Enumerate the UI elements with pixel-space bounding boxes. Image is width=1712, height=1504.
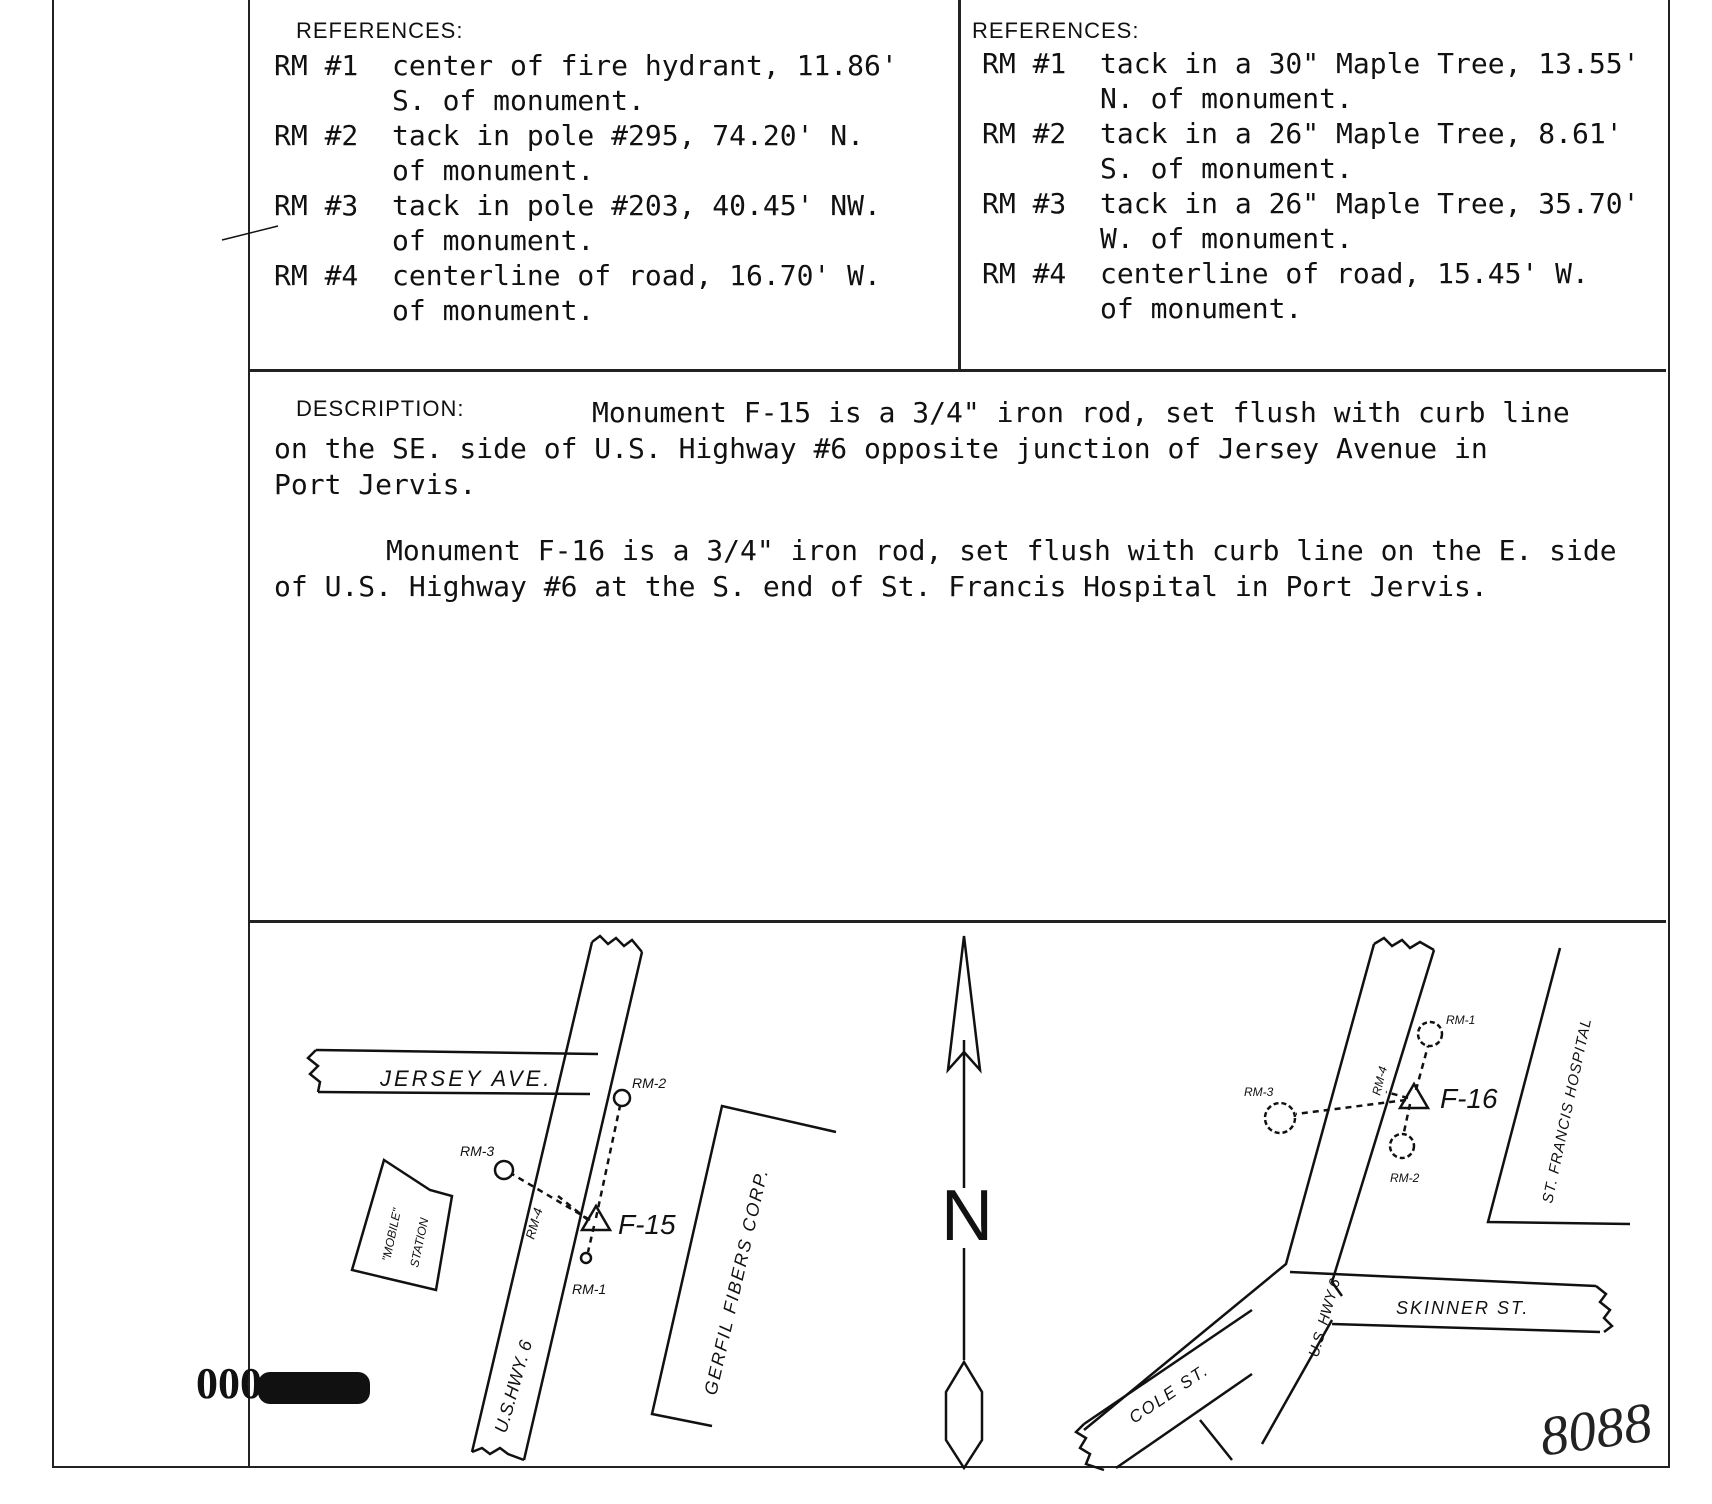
rm2-left-circle [612, 1088, 632, 1108]
main-form-frame [248, 0, 1670, 1468]
mobile-station-box [350, 1158, 454, 1292]
ref-text-cont: N. of monument. [1100, 82, 1353, 115]
north-arrow-tail [944, 1359, 984, 1471]
right-hwy-road [1083, 943, 1436, 1431]
right-hwy-break-top [1373, 936, 1435, 952]
left-tie-lines [511, 1105, 622, 1253]
right-hwy-lower [1199, 1319, 1334, 1461]
rm1-right-circle [1416, 1020, 1444, 1048]
stamp-number: 000 [196, 1358, 370, 1409]
ref-text-cont: of monument. [392, 224, 595, 257]
ref-key: RM #3 [274, 189, 359, 222]
ref-key: RM #1 [274, 49, 359, 82]
ref-key: RM #4 [982, 257, 1067, 290]
jersey-ave-break [306, 1049, 322, 1093]
rm2-right-circle [1388, 1132, 1416, 1160]
ref-text: centerline of road, 15.45' W. [1100, 257, 1589, 290]
stamp-digits: 000 [196, 1359, 262, 1408]
ref-text-cont: S. of monument. [392, 84, 645, 117]
left-references-header: REFERENCES: [296, 18, 464, 43]
skinner-label: SKINNER ST. [1396, 1298, 1529, 1318]
gerfil-label: GERFIL FIBERS CORP. [700, 1166, 772, 1397]
gerfil-property-line [650, 1104, 837, 1428]
rm1-left-circle [579, 1251, 593, 1265]
ref-text-cont: of monument. [392, 294, 595, 327]
rm3-left-circle [493, 1159, 515, 1181]
description-bottom-rule [248, 920, 1666, 923]
ref-text: tack in a 30" Maple Tree, 13.55' [1100, 47, 1640, 80]
rm4-right-label: RM-4 [1369, 1065, 1390, 1097]
ref-key: RM #1 [982, 47, 1067, 80]
description-p1-line3: Port Jervis. [274, 468, 477, 501]
f16-label: F-16 [1440, 1083, 1498, 1114]
ref-text: tack in a 26" Maple Tree, 35.70' [1100, 187, 1640, 220]
rm1-left-label: RM-1 [572, 1281, 606, 1297]
right-ref-2: RM #2 tack in a 26" Maple Tree, 8.61'S. o… [982, 116, 1623, 186]
description-p1-line1: Monument F-15 is a 3/4" iron rod, set fl… [592, 396, 1570, 429]
left-hwy-label: U.S.HWY. 6 [491, 1337, 537, 1435]
left-hwy-road [470, 941, 644, 1461]
left-ref-3: RM #3 tack in pole #203, 40.45' NW.of mon… [274, 188, 881, 258]
north-label: N [941, 1176, 993, 1256]
right-references-header: REFERENCES: [972, 18, 1140, 43]
right-ref-3: RM #3 tack in a 26" Maple Tree, 35.70'W. … [982, 186, 1639, 256]
left-margin-frame [52, 0, 250, 1468]
ref-text: centerline of road, 16.70' W. [392, 259, 881, 292]
ref-text: tack in a 26" Maple Tree, 8.61' [1100, 117, 1623, 150]
description-p2-line2: of U.S. Highway #6 at the S. end of St. … [274, 570, 1488, 603]
north-arrow-head [946, 935, 982, 1074]
left-hwy-break-bottom [471, 1446, 525, 1462]
left-map: JERSEY AVE. U.S.HWY. 6 GERFIL FIBERS COR… [306, 934, 837, 1462]
ref-key: RM #3 [982, 187, 1067, 220]
hospital-property-line [1486, 947, 1631, 1226]
right-ref-1: RM #1 tack in a 30" Maple Tree, 13.55'N. … [982, 46, 1639, 116]
left-ref-4: RM #4 centerline of road, 16.70' W.of mon… [274, 258, 881, 328]
cole-break [1073, 1423, 1105, 1472]
ref-text-cont: S. of monument. [1100, 152, 1353, 185]
rm3-left-label: RM-3 [460, 1143, 494, 1159]
right-hwy-label: U.S. HWY 6 [1306, 1276, 1345, 1359]
description-header: DESCRIPTION: [296, 396, 465, 421]
ref-key: RM #2 [982, 117, 1067, 150]
rm2-right-label: RM-2 [1390, 1171, 1420, 1185]
skinner-st-road [1289, 1270, 1601, 1334]
jersey-ave-label: JERSEY AVE. [379, 1066, 552, 1091]
right-ref-4: RM #4 centerline of road, 15.45' W.of mon… [982, 256, 1589, 326]
ref-text: tack in pole #203, 40.45' NW. [392, 189, 881, 222]
ref-text-cont: of monument. [1100, 292, 1303, 325]
cole-label: COLE ST. [1126, 1360, 1213, 1427]
mobile-label: "MOBILE" [379, 1206, 404, 1262]
left-hwy-break-top [591, 934, 643, 953]
rm3-right-circle [1263, 1101, 1297, 1135]
ref-key: RM #4 [274, 259, 359, 292]
right-map: ST. FRANCIS HOSPITAL U.S. HWY 6 SKINNER … [1073, 936, 1631, 1472]
ref-text-cont: W. of monument. [1100, 222, 1353, 255]
description-p2-line1: Monument F-16 is a 3/4" iron rod, set fl… [386, 534, 1617, 567]
skinner-break [1595, 1285, 1614, 1333]
left-ref-1: RM #1 center of fire hydrant, 11.86'S. of… [274, 48, 898, 118]
references-divider [958, 0, 961, 370]
hospital-label: ST. FRANCIS HOSPITAL [1539, 1016, 1595, 1205]
north-arrow: N [941, 935, 993, 1471]
rm3-right-label: RM-3 [1244, 1085, 1274, 1099]
left-ref-2: RM #2 tack in pole #295, 74.20' N.of monu… [274, 118, 864, 188]
station-label: STATION [407, 1216, 431, 1268]
ref-key: RM #2 [274, 119, 359, 152]
rm4-left-label: RM-4 [522, 1206, 545, 1241]
rm2-left-label: RM-2 [632, 1075, 666, 1091]
margin-stroke [221, 225, 279, 241]
cole-st-road [1083, 1308, 1253, 1470]
ref-text: tack in pole #295, 74.20' N. [392, 119, 865, 152]
f16-monument-triangle [1397, 1081, 1431, 1110]
jersey-ave-road [315, 1048, 599, 1096]
references-bottom-rule [248, 369, 1666, 372]
rm1-right-label: RM-1 [1446, 1013, 1475, 1027]
ref-text: center of fire hydrant, 11.86' [392, 49, 898, 82]
description-p1-line2: on the SE. side of U.S. Highway #6 oppos… [274, 432, 1488, 465]
right-tie-lines [1295, 1045, 1430, 1133]
redaction-blot [258, 1371, 370, 1404]
f15-label: F-15 [618, 1209, 676, 1240]
ref-text-cont: of monument. [392, 154, 595, 187]
